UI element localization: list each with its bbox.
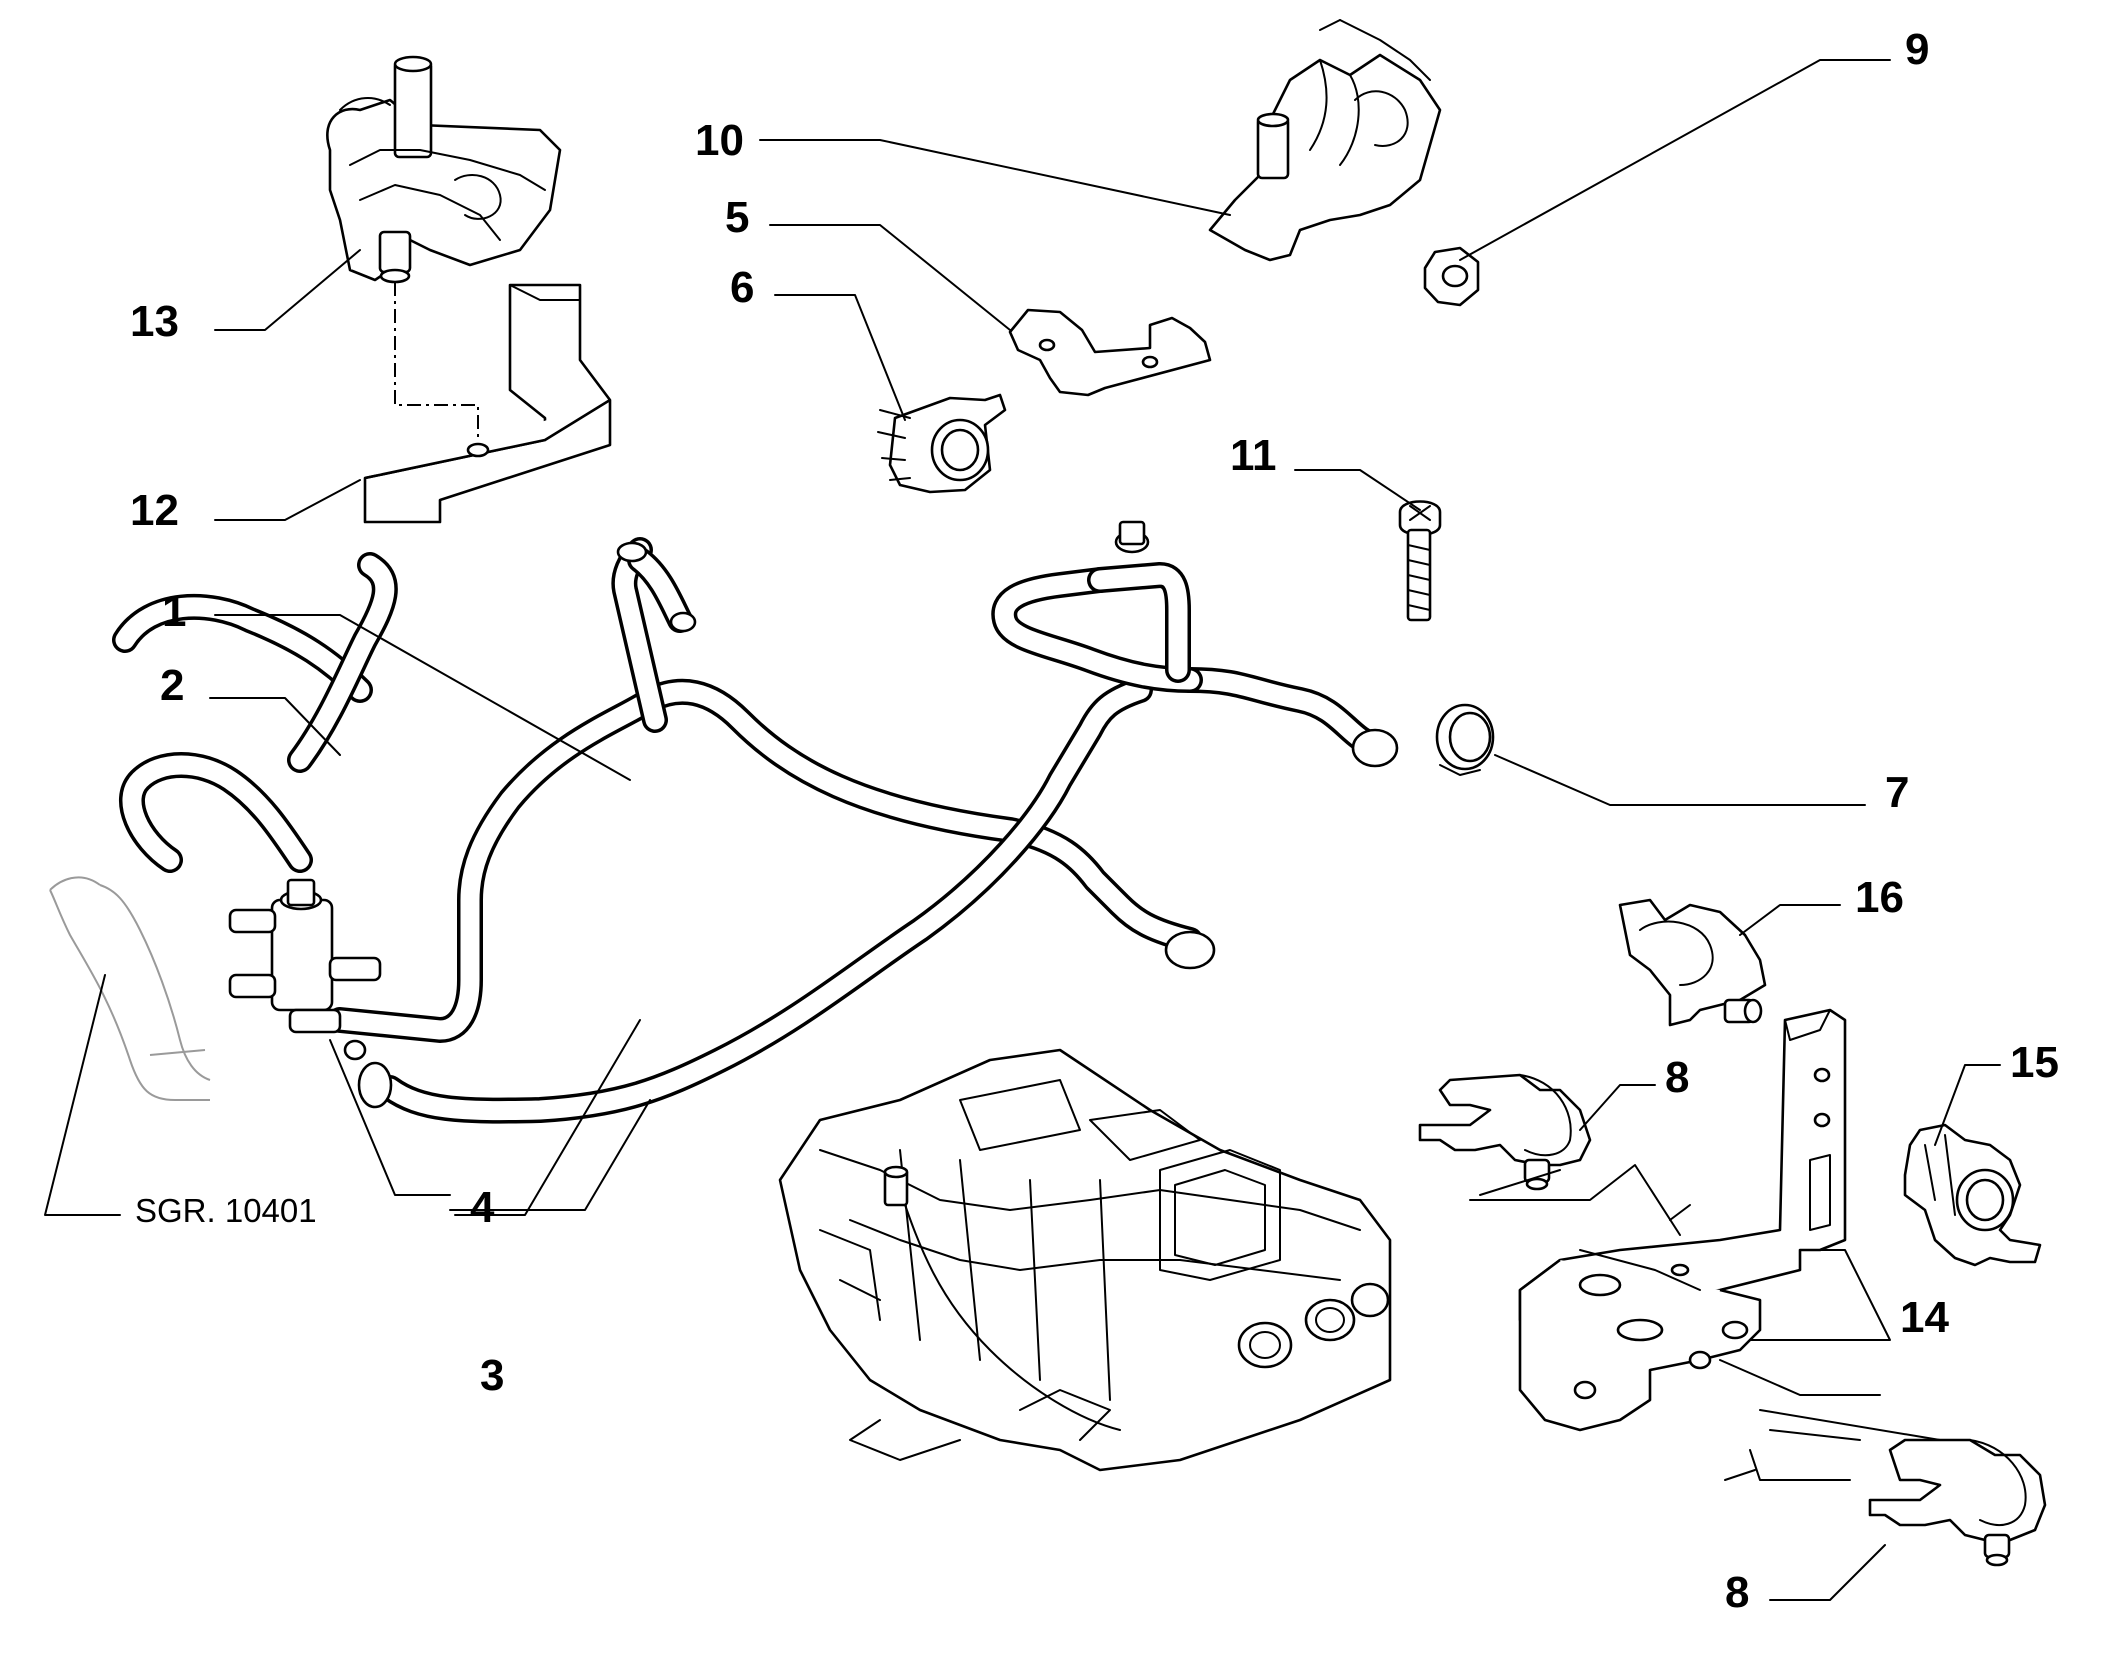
hose-assembly <box>112 520 1399 1124</box>
callout-15: 15 <box>2010 1038 2059 1087</box>
reference-hose-outline <box>49 876 211 1101</box>
part-7-hose-clamp <box>1435 703 1495 776</box>
part-14-bracket <box>1518 1008 1847 1432</box>
callout-9: 9 <box>1905 25 1929 74</box>
callout-12: 12 <box>130 486 179 535</box>
part-11-screw <box>1398 500 1442 622</box>
leader-lines <box>44 59 2001 1601</box>
part-5-bracket <box>1008 308 1212 397</box>
callout-10: 10 <box>695 116 744 165</box>
callout-6: 6 <box>730 263 754 312</box>
callout-5: 5 <box>725 193 749 242</box>
callout-14: 14 <box>1900 1293 1949 1342</box>
callout-labels: 1 2 3 4 5 6 7 8 8 9 10 11 12 13 14 15 16… <box>130 25 2059 1617</box>
sgr-reference-label: SGR. 10401 <box>135 1192 317 1229</box>
part-13-water-valve <box>326 55 562 284</box>
part-16-clip <box>1618 898 1767 1027</box>
callout-16: 16 <box>1855 873 1904 922</box>
part-12-bracket <box>363 283 612 524</box>
callout-2: 2 <box>160 661 184 710</box>
callout-8-lower: 8 <box>1725 1568 1749 1617</box>
part-10-valve <box>1208 19 1442 262</box>
part-9-nut <box>1423 246 1480 307</box>
part-15-clip <box>1903 1123 2042 1267</box>
callout-1: 1 <box>162 587 186 636</box>
callout-13: 13 <box>130 297 179 346</box>
callout-4: 4 <box>470 1183 495 1232</box>
part-6-clip <box>877 393 1007 494</box>
callout-3: 3 <box>480 1351 504 1400</box>
part-8-clip-upper <box>1418 1073 1592 1191</box>
part-13-mounting-axis <box>394 282 479 440</box>
callout-8-upper: 8 <box>1665 1053 1689 1102</box>
heater-unit <box>778 1048 1392 1472</box>
part-4-valve <box>228 878 382 1061</box>
callout-11: 11 <box>1230 431 1277 480</box>
part-8-clip-lower <box>1868 1438 2047 1567</box>
callout-7: 7 <box>1885 768 1909 817</box>
